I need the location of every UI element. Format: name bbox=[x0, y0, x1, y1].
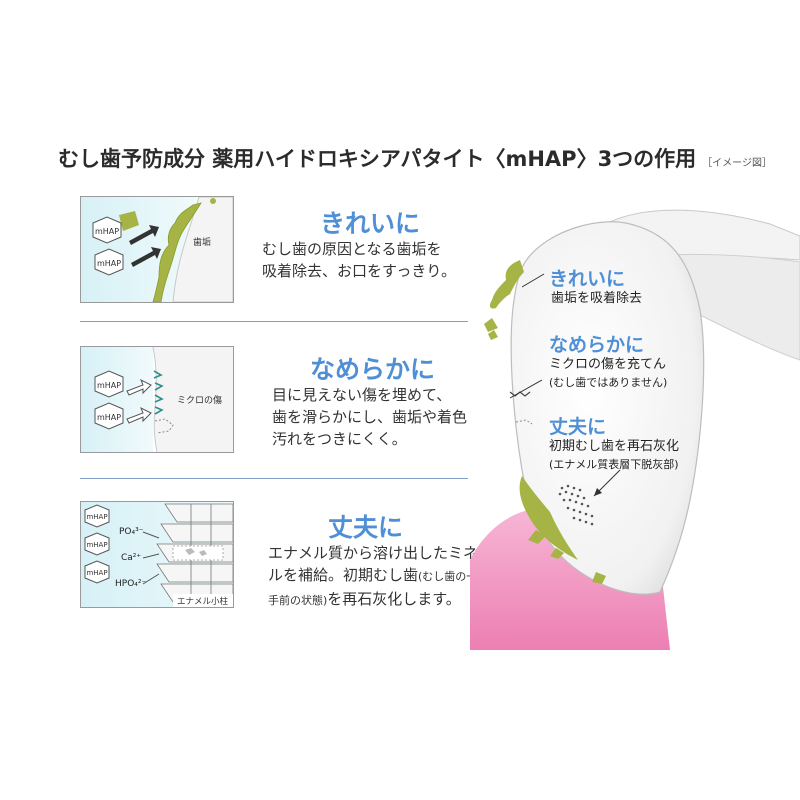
right-heading-strong: 丈夫に bbox=[549, 416, 607, 438]
ion-label-calcium: Ca²⁺ bbox=[121, 553, 141, 563]
leader-line bbox=[521, 273, 545, 288]
right-desc-note: (エナメル質表層下脱灰部) bbox=[549, 458, 679, 471]
section-heading-smooth: なめらかに bbox=[310, 355, 436, 384]
section-heading-strong: 丈夫に bbox=[328, 513, 404, 542]
title-main: むし歯予防成分 薬用ハイドロキシアパタイト〈mHAP〉3つの作用 bbox=[58, 147, 697, 171]
hap-particle-1: mHAP bbox=[84, 504, 110, 528]
ion-label-hydrogen-phosphate: HPO₄²⁻ bbox=[115, 579, 146, 589]
panel-strong: PO₄³⁻ Ca²⁺ HPO₄²⁻ mHAP mHAP mHAP エナメル小柱 bbox=[80, 501, 234, 608]
section-heading-clean: きれいに bbox=[320, 209, 421, 238]
panel-label-enamel-rods: エナメル小柱 bbox=[177, 596, 229, 607]
leader-line bbox=[509, 379, 543, 399]
right-desc-line: ミクロの傷を充てん bbox=[549, 357, 667, 372]
hap-label: mHAP bbox=[95, 227, 119, 236]
right-desc-line: 歯垢を吸着除去 bbox=[551, 291, 643, 306]
panel-label-scratch: ミクロの傷 bbox=[177, 394, 222, 406]
right-desc-smooth: ミクロの傷を充てん (むし歯ではありません) bbox=[549, 356, 667, 392]
separator bbox=[80, 478, 468, 479]
hap-label: mHAP bbox=[86, 541, 107, 549]
ion-label-phosphate: PO₄³⁻ bbox=[119, 527, 144, 537]
main-tooth bbox=[510, 221, 705, 595]
hap-label: mHAP bbox=[97, 259, 121, 268]
right-desc-line: 初期むし歯を再石灰化 bbox=[549, 439, 680, 454]
section-desc-clean: むし歯の原因となる歯垢を 吸着除去、お口をすっきり。 bbox=[262, 238, 456, 282]
demineralized-area bbox=[172, 545, 224, 561]
desc-line: 目に見えない傷を埋めて、 bbox=[272, 386, 452, 404]
section-desc-strong: エナメル質から溶け出したミネラ ルを補給。初期むし歯(むし歯の一歩 手前の状態)… bbox=[268, 542, 493, 612]
desc-line: ルを補給。初期むし歯(むし歯の一歩 bbox=[268, 564, 493, 588]
section-desc-smooth: 目に見えない傷を埋めて、 歯を滑らかにし、歯垢や着色 汚れをつきにくく。 bbox=[272, 384, 467, 450]
arrow-icon bbox=[126, 406, 152, 424]
desc-note: 手前の状態) bbox=[268, 594, 328, 607]
desc-line: むし歯の原因となる歯垢を bbox=[262, 240, 442, 258]
hap-label: mHAP bbox=[86, 569, 107, 577]
title-note: ［イメージ図］ bbox=[702, 158, 772, 169]
hap-label: mHAP bbox=[97, 381, 121, 390]
panel-clean: mHAP mHAP 歯垢 bbox=[80, 196, 234, 303]
plaque-shape bbox=[152, 202, 202, 302]
desc-line: 歯を滑らかにし、歯垢や着色 bbox=[272, 408, 468, 426]
hap-particle-2: mHAP bbox=[84, 532, 110, 556]
hap-label: mHAP bbox=[97, 413, 121, 422]
right-heading-smooth: なめらかに bbox=[549, 334, 645, 356]
right-desc-note: (むし歯ではありません) bbox=[549, 376, 668, 389]
arrow-icon bbox=[131, 247, 161, 267]
panel-smooth: mHAP mHAP ミクロの傷 bbox=[80, 346, 234, 453]
desc-text: を再石灰化します。 bbox=[327, 590, 461, 608]
hap-particle-1: mHAP bbox=[92, 216, 122, 244]
arrow-icon bbox=[142, 531, 160, 585]
desc-line: 吸着除去、お口をすっきり。 bbox=[262, 262, 457, 280]
plaque-blob bbox=[519, 476, 578, 560]
arrow-icon bbox=[126, 378, 152, 396]
hap-particle-1: mHAP bbox=[94, 370, 124, 398]
desc-line: 手前の状態)を再石灰化します。 bbox=[268, 588, 493, 612]
page-title: むし歯予防成分 薬用ハイドロキシアパタイト〈mHAP〉3つの作用 ［イメージ図］ bbox=[58, 143, 772, 173]
hap-particle-2: mHAP bbox=[94, 248, 124, 276]
micro-scratch-marks bbox=[153, 370, 164, 415]
filled-scratch bbox=[154, 418, 174, 434]
separator bbox=[80, 321, 468, 322]
panel-smooth-illustration: mHAP mHAP ミクロの傷 bbox=[81, 347, 233, 452]
panel-clean-illustration: mHAP mHAP 歯垢 bbox=[81, 197, 233, 302]
right-desc-clean: 歯垢を吸着除去 bbox=[551, 290, 642, 308]
desc-line: 汚れをつきにくく。 bbox=[272, 430, 407, 448]
hap-label: mHAP bbox=[86, 513, 107, 521]
right-desc-strong: 初期むし歯を再石灰化 (エナメル質表層下脱灰部) bbox=[549, 438, 679, 474]
right-heading-clean: きれいに bbox=[549, 268, 626, 290]
hap-particle-2: mHAP bbox=[94, 402, 124, 430]
hap-particle-3: mHAP bbox=[84, 560, 110, 584]
desc-line: エナメル質から溶け出したミネラ bbox=[268, 544, 494, 562]
panel-strong-illustration: PO₄³⁻ Ca²⁺ HPO₄²⁻ mHAP mHAP mHAP エナメル小柱 bbox=[81, 502, 233, 607]
arrow-icon bbox=[129, 225, 159, 245]
panel-label-plaque: 歯垢 bbox=[193, 236, 211, 248]
desc-text: ルを補給。初期むし歯 bbox=[268, 566, 419, 584]
tooth-illustration bbox=[470, 209, 800, 650]
demineralized-dots bbox=[558, 484, 594, 526]
plaque-blob bbox=[489, 260, 524, 309]
